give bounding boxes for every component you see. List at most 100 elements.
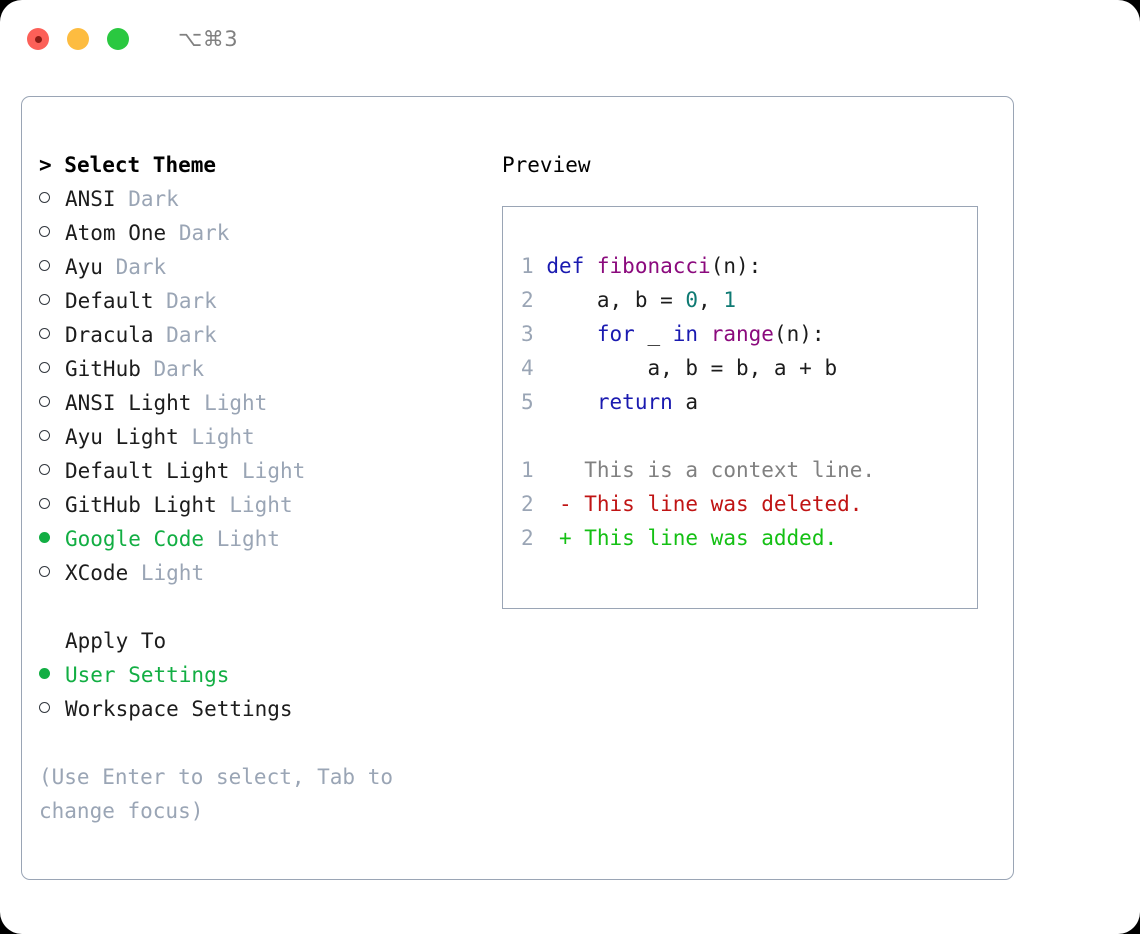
radio-unselected-icon[interactable] <box>39 321 65 342</box>
prompt-caret: > <box>39 153 65 177</box>
radio-selected-icon[interactable] <box>39 525 65 546</box>
code-gutter-gap <box>534 356 547 380</box>
theme-list-item[interactable]: GitHub Dark <box>39 352 489 386</box>
theme-list-header-label: Select Theme <box>64 153 217 177</box>
theme-label-spacer <box>204 522 217 556</box>
theme-variant-label: Light <box>229 493 293 517</box>
diff-gutter-gap <box>534 526 559 550</box>
radio-unselected-icon[interactable] <box>39 219 65 240</box>
zoom-window-button[interactable] <box>107 28 129 50</box>
code-line: 1 def fibonacci(n): <box>521 249 969 283</box>
code-token-plain <box>546 390 597 414</box>
theme-variant-label: Dark <box>115 255 167 279</box>
diff-line-number: 2 <box>521 492 534 516</box>
diff-line: 2 + This line was added. <box>521 521 969 555</box>
radio-unselected-icon[interactable] <box>39 491 65 512</box>
theme-variant-label: Dark <box>178 221 230 245</box>
theme-label-spacer <box>154 318 167 352</box>
apply-to-label: User Settings <box>65 663 230 687</box>
theme-variant-label: Light <box>191 425 255 449</box>
code-token-plain: a <box>672 390 699 414</box>
apply-to-item[interactable]: Workspace Settings <box>39 692 489 726</box>
keyboard-hint-text: (Use Enter to select, Tab to change focu… <box>39 765 394 823</box>
theme-name-label: GitHub <box>65 357 141 381</box>
code-line-number: 5 <box>521 390 534 414</box>
theme-list-item[interactable]: XCode Light <box>39 556 489 590</box>
radio-unselected-icon[interactable] <box>39 253 65 274</box>
theme-list-item[interactable]: Ayu Light Light <box>39 420 489 454</box>
code-line-number: 3 <box>521 322 534 346</box>
theme-name-label: ANSI Light <box>65 391 192 415</box>
theme-list-item[interactable]: Default Light Light <box>39 454 489 488</box>
code-line: 2 a, b = 0, 1 <box>521 283 969 317</box>
radio-unselected-icon[interactable] <box>39 355 65 376</box>
diff-line-text: This line was added. <box>584 526 838 550</box>
diff-line: 1 This is a context line. <box>521 453 969 487</box>
theme-list-item[interactable]: Google Code Light <box>39 522 489 556</box>
theme-name-label: Dracula <box>65 323 154 347</box>
theme-name-label: Default <box>65 289 154 313</box>
theme-label-spacer <box>179 420 192 454</box>
theme-name-label: Google Code <box>65 527 205 551</box>
radio-unselected-icon[interactable] <box>39 185 65 206</box>
minimize-window-button[interactable] <box>67 28 89 50</box>
theme-list-item[interactable]: Ayu Dark <box>39 250 489 284</box>
radio-unselected-icon[interactable] <box>39 559 65 580</box>
code-token-kw: def <box>546 254 597 278</box>
diff-line-number: 2 <box>521 526 534 550</box>
code-token-num: 1 <box>723 288 736 312</box>
close-window-button[interactable] <box>27 28 49 50</box>
code-token-plain: a, b = b, a + b <box>546 356 838 380</box>
theme-label-spacer <box>191 386 204 420</box>
code-token-plain <box>698 322 711 346</box>
radio-selected-icon[interactable] <box>39 661 65 682</box>
theme-variant-label: Dark <box>166 323 217 347</box>
theme-name-label: ANSI <box>65 187 116 211</box>
code-token-fn: range <box>710 322 774 346</box>
list-spacer <box>39 590 489 624</box>
theme-list-item[interactable]: Dracula Dark <box>39 318 489 352</box>
theme-variant-label: Light <box>242 459 306 483</box>
theme-name-label: Default Light <box>65 459 230 483</box>
preview-column: Preview 1 def fibonacci(n):2 a, b = 0, 1… <box>502 148 1002 609</box>
diff-sample: 1 This is a context line.2 - This line w… <box>521 453 969 555</box>
theme-label-spacer <box>166 216 179 250</box>
theme-list-item[interactable]: ANSI Dark <box>39 182 489 216</box>
apply-to-label: Workspace Settings <box>65 697 293 721</box>
theme-list-item[interactable]: Atom One Dark <box>39 216 489 250</box>
theme-name-label: Atom One <box>65 221 167 245</box>
radio-unselected-icon[interactable] <box>39 389 65 410</box>
title-bar: ⌥⌘3 <box>0 0 1140 78</box>
diff-gutter-gap <box>534 492 559 516</box>
radio-unselected-icon[interactable] <box>39 287 65 308</box>
theme-variant-label: Light <box>216 527 280 551</box>
theme-variant-label: Dark <box>153 357 205 381</box>
code-token-kw: return <box>596 390 673 414</box>
radio-unselected-icon[interactable] <box>39 457 65 478</box>
code-gutter-gap <box>534 390 547 414</box>
diff-line: 2 - This line was deleted. <box>521 487 969 521</box>
radio-unselected-icon[interactable] <box>39 423 65 444</box>
diff-marker-add: + <box>558 526 585 550</box>
theme-label-spacer <box>154 284 167 318</box>
code-line: 3 for _ in range(n): <box>521 317 969 351</box>
apply-to-item[interactable]: User Settings <box>39 658 489 692</box>
theme-list-item[interactable]: ANSI Light Light <box>39 386 489 420</box>
preview-title: Preview <box>502 153 591 177</box>
code-token-kw: in <box>672 322 699 346</box>
code-token-plain: (n): <box>773 322 825 346</box>
theme-list-item[interactable]: GitHub Light Light <box>39 488 489 522</box>
theme-list-item[interactable]: Default Dark <box>39 284 489 318</box>
diff-marker-del: - <box>558 492 585 516</box>
code-diff-spacer <box>521 419 969 453</box>
diff-marker-context <box>559 458 584 482</box>
radio-unselected-icon[interactable] <box>39 695 65 716</box>
theme-label-spacer <box>116 182 129 216</box>
theme-name-label: Ayu Light <box>65 425 179 449</box>
code-token-plain: , <box>698 288 724 312</box>
